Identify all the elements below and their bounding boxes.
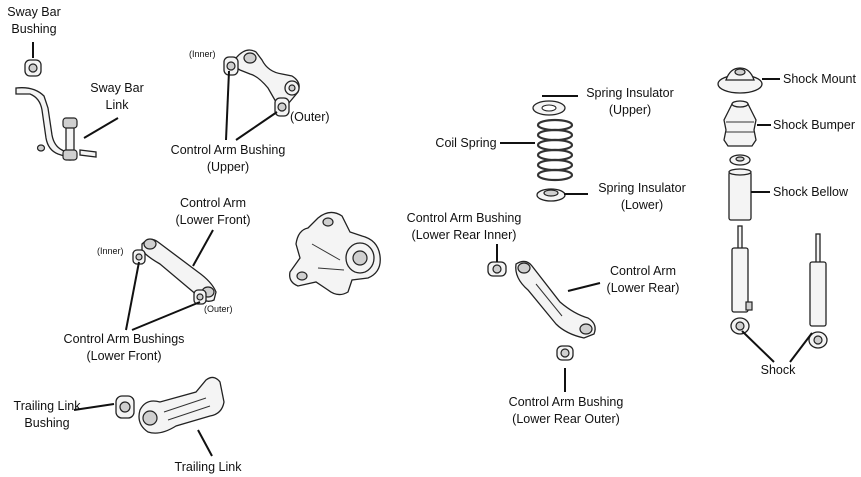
upper-inner-bushing-part — [224, 57, 238, 75]
label-outer-upper: (Outer) — [290, 110, 330, 124]
svg-text:Control Arm Bushings: Control Arm Bushings — [64, 332, 185, 346]
svg-text:Bushing: Bushing — [11, 22, 56, 36]
lower-rear-outer-bushing-part — [557, 346, 573, 360]
lower-rear-control-arm-part — [516, 261, 595, 338]
sway-bar-part — [16, 88, 66, 156]
label-coil-spring: Coil Spring — [435, 136, 496, 150]
coil-spring-part — [538, 120, 572, 180]
svg-text:Spring Insulator: Spring Insulator — [598, 181, 686, 195]
label-spring-insulator-upper: Spring Insulator (Upper) — [586, 86, 674, 117]
shock-bumper-part — [724, 101, 756, 146]
shock-washer-part — [730, 155, 750, 165]
label-control-arm-lower-rear: Control Arm (Lower Rear) — [607, 264, 680, 295]
shock-absorber-left-part — [731, 226, 752, 334]
lower-front-outer-bushing-part — [194, 290, 206, 304]
shock-mount-part — [718, 68, 762, 93]
trailing-link-part — [139, 377, 224, 433]
label-control-arm-bushing-lower-rear-outer: Control Arm Bushing (Lower Rear Outer) — [509, 395, 624, 426]
lower-rear-inner-bushing-part — [488, 262, 506, 276]
label-trailing-link: Trailing Link — [175, 460, 243, 474]
label-outer-lower: (Outer) — [204, 304, 233, 314]
svg-text:Control Arm Bushing: Control Arm Bushing — [509, 395, 624, 409]
sway-bar-link-part — [63, 118, 96, 160]
shock-bellow-part — [729, 169, 751, 220]
label-shock-mount: Shock Mount — [783, 72, 856, 86]
sway-bar-bushing-part — [25, 60, 41, 76]
label-shock-bellow: Shock Bellow — [773, 185, 849, 199]
label-sway-bar-bushing: Sway Bar Bushing — [7, 5, 61, 36]
label-inner-lower: (Inner) — [97, 246, 124, 256]
trailing-link-bushing-part — [116, 396, 134, 418]
svg-text:Control Arm Bushing: Control Arm Bushing — [407, 211, 522, 225]
svg-text:(Upper): (Upper) — [609, 103, 651, 117]
svg-text:Sway Bar: Sway Bar — [90, 81, 144, 95]
svg-text:Trailing Link: Trailing Link — [14, 399, 82, 413]
svg-text:Control Arm: Control Arm — [180, 196, 246, 210]
svg-text:(Lower Rear Outer): (Lower Rear Outer) — [512, 412, 620, 426]
svg-text:(Lower Front): (Lower Front) — [86, 349, 161, 363]
svg-text:(Lower Rear Inner): (Lower Rear Inner) — [412, 228, 517, 242]
label-trailing-link-bushing: Trailing Link Bushing — [14, 399, 82, 430]
svg-text:(Upper): (Upper) — [207, 160, 249, 174]
label-control-arm-bushing-upper: Control Arm Bushing (Upper) — [171, 143, 286, 174]
upper-control-arm-part — [235, 50, 299, 106]
knuckle-part — [290, 212, 381, 294]
spring-insulator-upper-part — [533, 101, 565, 115]
label-control-arm-bushings-lower-front: Control Arm Bushings (Lower Front) — [64, 332, 185, 363]
label-control-arm-bushing-lower-rear-inner: Control Arm Bushing (Lower Rear Inner) — [407, 211, 522, 242]
svg-text:(Lower): (Lower) — [621, 198, 663, 212]
svg-text:Sway Bar: Sway Bar — [7, 5, 61, 19]
spring-insulator-lower-part — [537, 189, 565, 201]
svg-text:Control Arm: Control Arm — [610, 264, 676, 278]
svg-text:(Lower Front): (Lower Front) — [175, 213, 250, 227]
lower-front-inner-bushing-part — [133, 250, 145, 264]
label-inner-upper: (Inner) — [189, 49, 216, 59]
label-control-arm-lower-front: Control Arm (Lower Front) — [175, 196, 250, 227]
label-spring-insulator-lower: Spring Insulator (Lower) — [598, 181, 686, 212]
upper-outer-bushing-part — [275, 98, 289, 116]
svg-text:Link: Link — [106, 98, 130, 112]
svg-text:Control Arm Bushing: Control Arm Bushing — [171, 143, 286, 157]
label-shock: Shock — [761, 363, 796, 377]
svg-text:Bushing: Bushing — [24, 416, 69, 430]
label-shock-bumper: Shock Bumper — [773, 118, 855, 132]
svg-text:(Lower Rear): (Lower Rear) — [607, 281, 680, 295]
label-sway-bar-link: Sway Bar Link — [90, 81, 144, 112]
shock-absorber-right-part — [809, 234, 827, 348]
svg-text:Spring Insulator: Spring Insulator — [586, 86, 674, 100]
